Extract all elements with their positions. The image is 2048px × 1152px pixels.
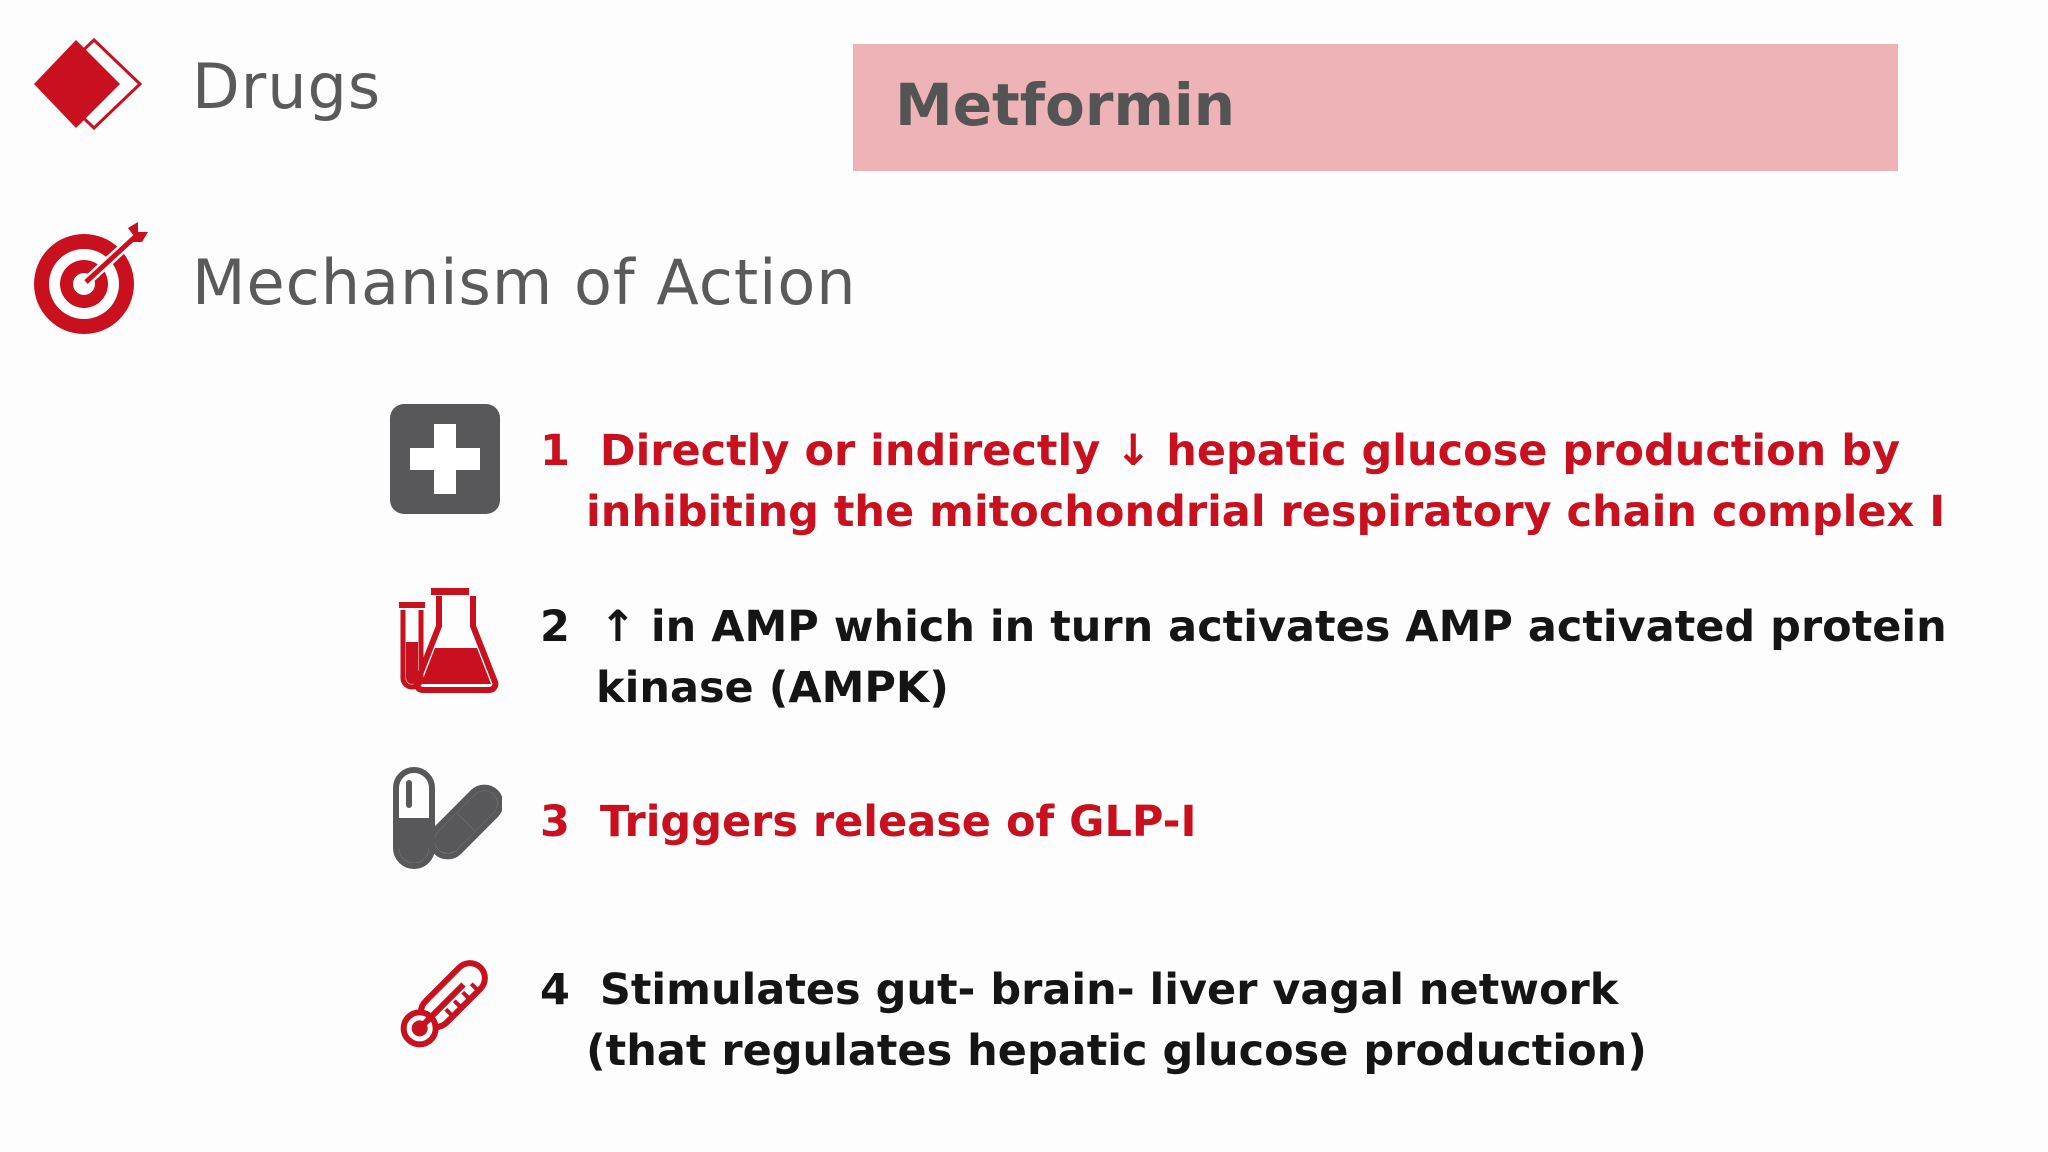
- diamond-icon: [34, 37, 143, 131]
- item-line: ↑ in AMP which in turn activates AMP act…: [599, 602, 1947, 652]
- lab-flask-test-tube-icon: [399, 588, 499, 693]
- section-heading-mechanism: Mechanism of Action: [192, 246, 857, 319]
- item-number: 3: [540, 797, 570, 847]
- item-number: 4: [540, 965, 570, 1015]
- item-line: Stimulates gut- brain- liver vagal netwo…: [599, 965, 1619, 1015]
- item-line: Directly or indirectly ↓ hepatic glucose…: [599, 426, 1901, 476]
- item-number: 2: [540, 602, 570, 652]
- thermometer-icon: [400, 960, 488, 1048]
- mechanism-item-3: 3 Triggers release of GLP-I: [540, 792, 1196, 853]
- section-heading-drugs: Drugs: [192, 50, 382, 123]
- item-line: kinase (AMPK): [596, 663, 949, 713]
- drug-name: Metformin: [895, 71, 1236, 139]
- medical-cross-icon: [390, 404, 500, 514]
- item-number: 1: [540, 426, 570, 476]
- capsule-pill-icon: [393, 767, 502, 869]
- mechanism-item-2: 2 ↑ in AMP which in turn activates AMP a…: [540, 597, 1947, 719]
- drug-name-banner: Metformin: [853, 44, 1898, 171]
- item-line: (that regulates hepatic glucose producti…: [586, 1026, 1647, 1076]
- item-line: inhibiting the mitochondrial respiratory…: [586, 487, 1946, 537]
- item-line: Triggers release of GLP-I: [599, 797, 1197, 847]
- mechanism-item-1: 1 Directly or indirectly ↓ hepatic gluco…: [540, 421, 1945, 543]
- mechanism-item-4: 4 Stimulates gut- brain- liver vagal net…: [540, 960, 1647, 1082]
- target-icon: [34, 222, 148, 334]
